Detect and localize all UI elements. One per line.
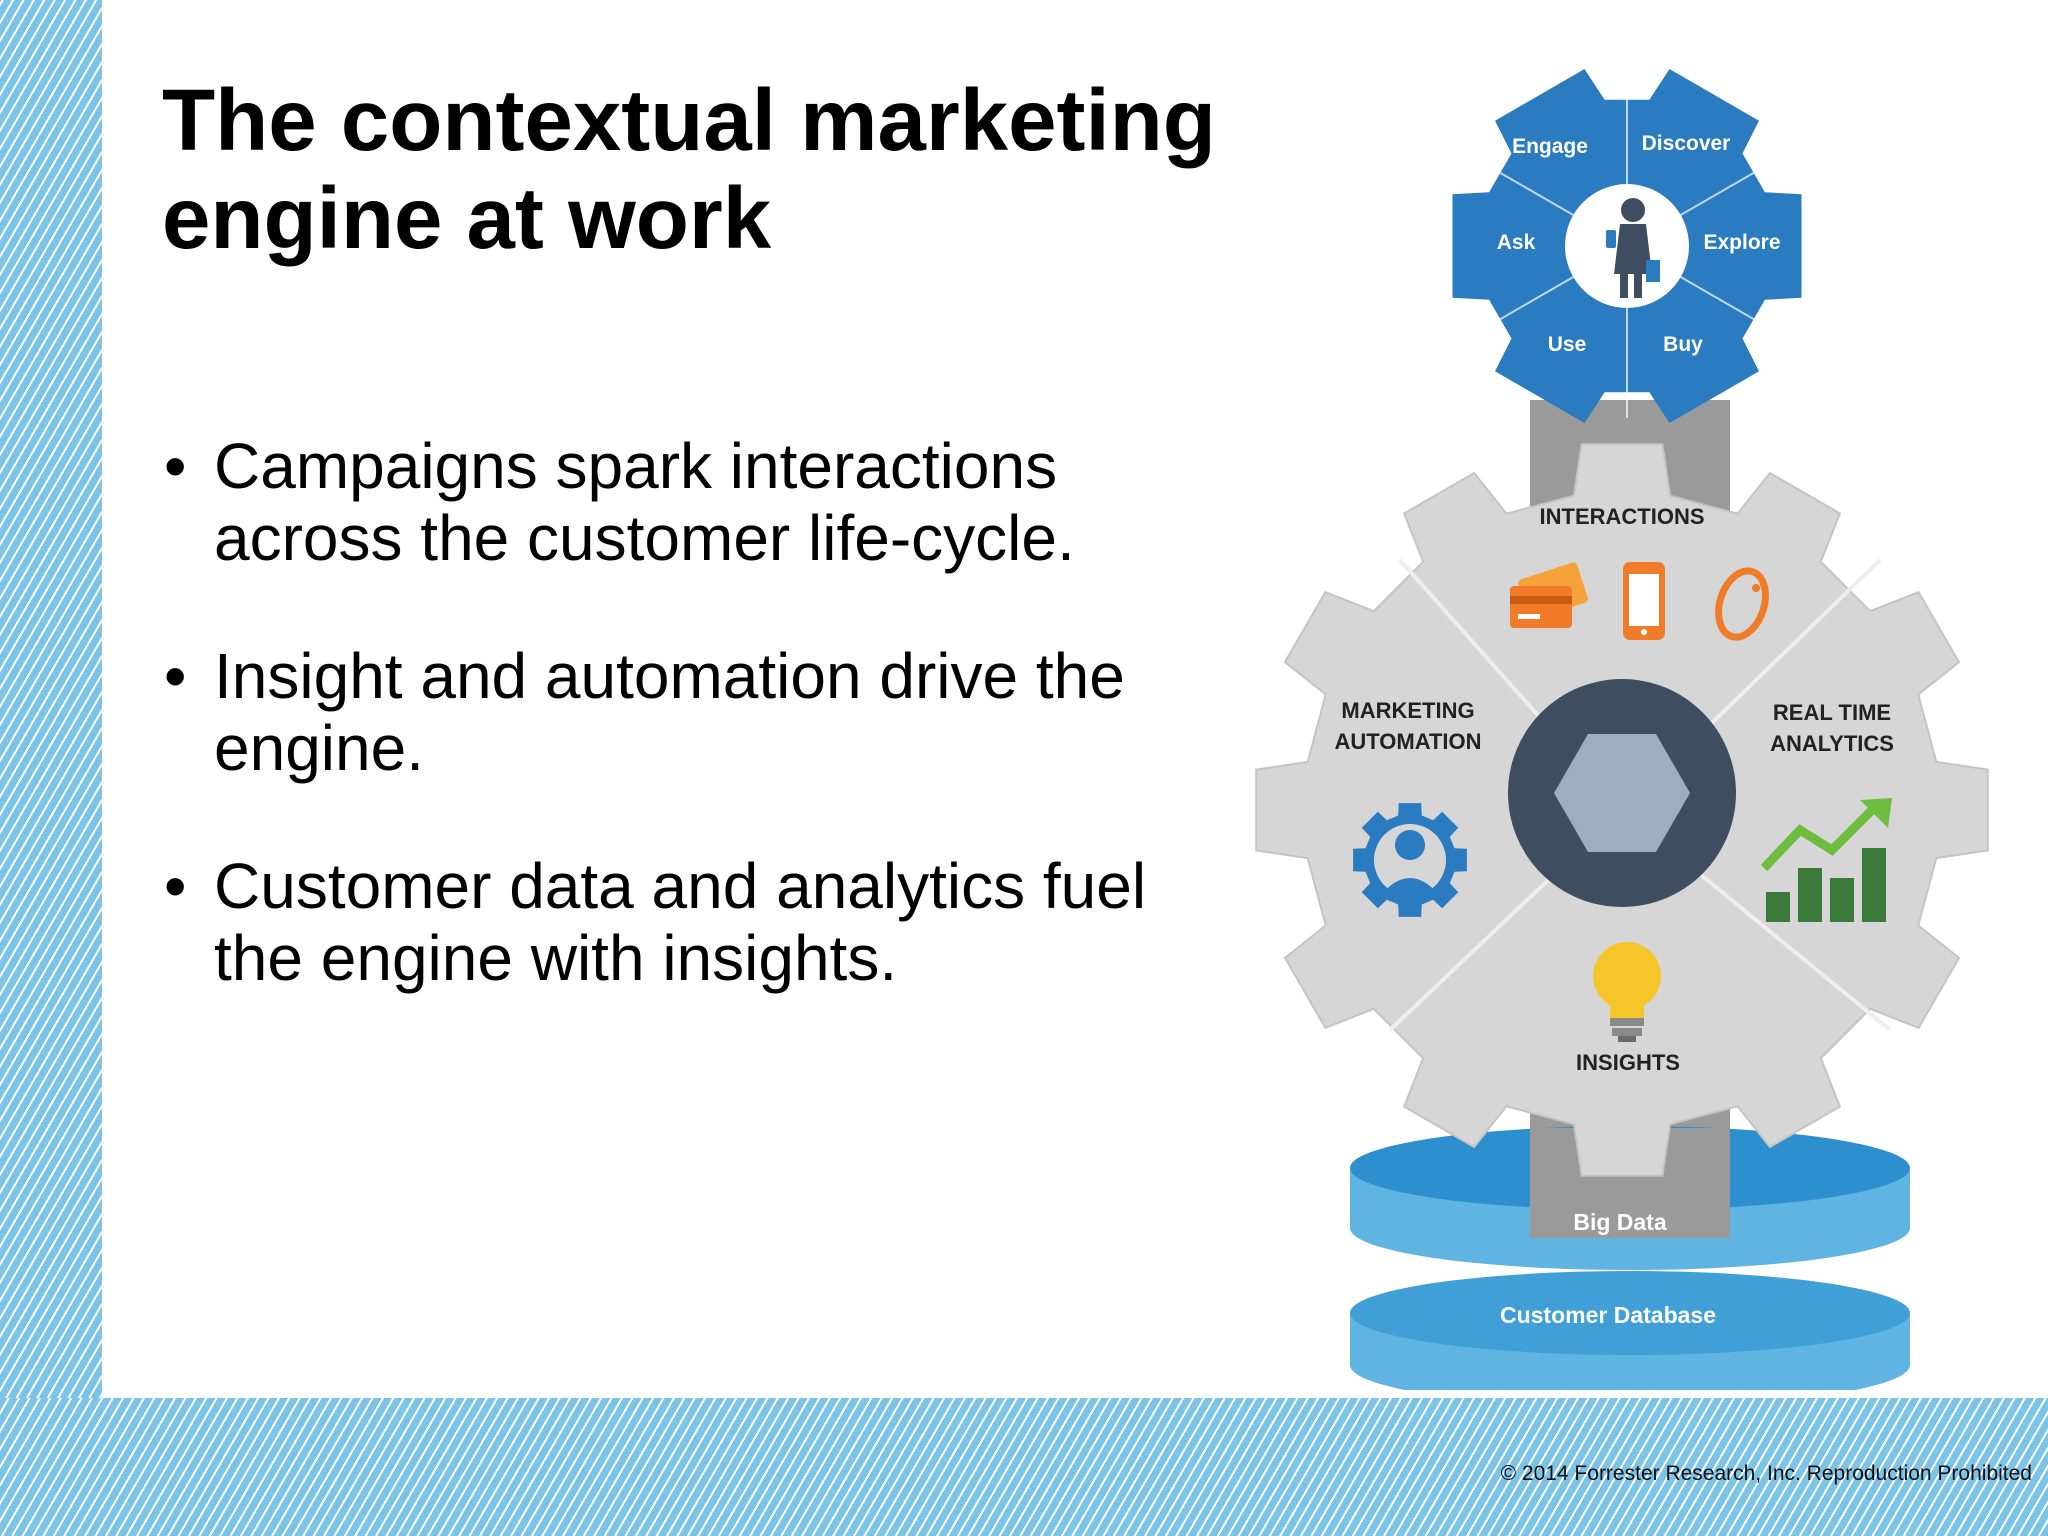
segment-engage: Engage <box>1512 135 1588 158</box>
customer-person-icon <box>1606 198 1660 298</box>
db-label-big-data: Big Data <box>1573 1209 1667 1235</box>
bullet-dot: • <box>164 430 187 502</box>
segment-use: Use <box>1548 333 1587 356</box>
label-marketing-line2: AUTOMATION <box>1334 729 1481 754</box>
label-interactions: INTERACTIONS <box>1540 504 1705 529</box>
database-bottom-top <box>1350 1271 1910 1355</box>
label-marketing-line1: MARKETING <box>1341 698 1474 723</box>
growth-chart-icon <box>1760 798 1892 922</box>
segment-ask: Ask <box>1497 231 1536 254</box>
segment-explore: Explore <box>1703 231 1780 254</box>
label-insights: INSIGHTS <box>1576 1050 1680 1075</box>
label-analytics-line1: REAL TIME <box>1773 700 1891 725</box>
label-analytics-line2: ANALYTICS <box>1770 731 1894 756</box>
db-label-customer-database: Customer Database <box>1500 1302 1716 1328</box>
bullet-text: Campaigns spark interactions across the … <box>214 430 1075 574</box>
bullet-item: • Campaigns spark interactions across the… <box>162 430 1242 574</box>
segment-discover: Discover <box>1642 132 1731 155</box>
gear-person-icon <box>1353 803 1467 917</box>
bullet-item: • Insight and automation drive the engine… <box>162 640 1242 784</box>
credit-card-icon <box>1510 562 1588 628</box>
copyright-notice: © 2014 Forrester Research, Inc. Reproduc… <box>1500 1462 2032 1485</box>
bullet-item: • Customer data and analytics fuel the en… <box>162 850 1242 994</box>
slide-title: The contextual marketing engine at work <box>162 72 1216 267</box>
bullet-text: Customer data and analytics fuel the eng… <box>214 850 1147 994</box>
wearable-band-icon <box>1715 567 1769 641</box>
light-bulb-icon <box>1593 942 1661 1042</box>
hub-hexagon <box>1554 734 1690 852</box>
stripe-border-left <box>0 0 102 1536</box>
bullet-list: • Campaigns spark interactions across the… <box>162 430 1242 1060</box>
small-gear: Engage Discover Ask Explore Use Buy <box>1452 69 1802 423</box>
bullet-dot: • <box>164 640 187 712</box>
marketing-engine-diagram: Big Data Customer Database INTERACTIONS … <box>1255 69 1989 1390</box>
big-gear: INTERACTIONS MARKETING AUTOMATION REAL T… <box>1255 443 1989 1177</box>
database-stack: Big Data Customer Database <box>1350 1126 1910 1390</box>
segment-buy: Buy <box>1663 333 1703 356</box>
bullet-text: Insight and automation drive the engine. <box>214 640 1125 784</box>
bullet-dot: • <box>164 850 187 922</box>
stripe-border-bottom <box>0 1398 2048 1536</box>
smartphone-icon <box>1623 562 1665 640</box>
